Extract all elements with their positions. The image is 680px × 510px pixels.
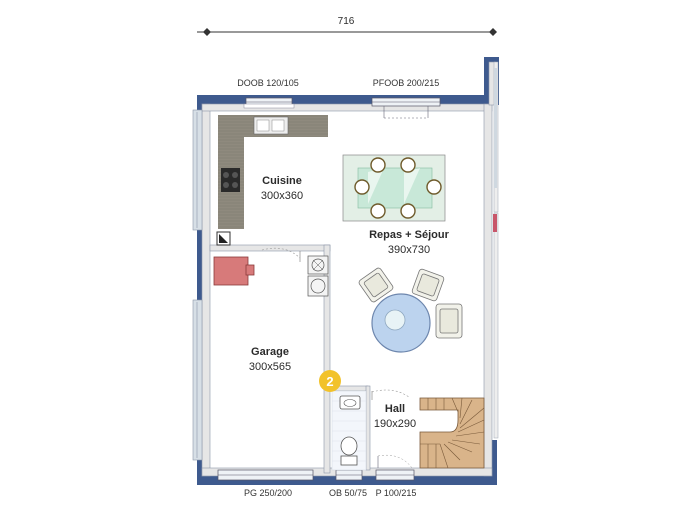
step-marker: 2 bbox=[319, 370, 341, 392]
staircase bbox=[419, 397, 485, 469]
hall-name: Hall bbox=[385, 403, 405, 415]
cuisine-dims: 300x360 bbox=[261, 190, 303, 202]
red-cabinet bbox=[213, 256, 255, 286]
sink bbox=[253, 116, 289, 135]
sejour-dims: 390x730 bbox=[388, 244, 430, 256]
cuisine-name: Cuisine bbox=[262, 175, 302, 187]
p-label: P 100/215 bbox=[376, 488, 417, 498]
window-ob bbox=[335, 469, 363, 481]
ob-label: OB 50/75 bbox=[329, 488, 367, 498]
hall-door bbox=[371, 389, 411, 400]
window-doob bbox=[243, 97, 295, 109]
garage-door-pg bbox=[217, 469, 314, 481]
garage-kitchen-door bbox=[261, 247, 301, 262]
entrance-door-p bbox=[375, 455, 415, 481]
armchairs bbox=[358, 267, 463, 339]
total-width-label: 716 bbox=[338, 16, 355, 27]
pfoob-label: PFOOB 200/215 bbox=[373, 78, 440, 88]
overall-dimension-line bbox=[197, 28, 497, 36]
doob-label: DOOB 120/105 bbox=[237, 78, 299, 88]
round-coffee-table bbox=[371, 293, 431, 353]
hall-dims: 190x290 bbox=[374, 418, 416, 430]
step-marker-number: 2 bbox=[326, 374, 333, 389]
kitchen-counter bbox=[218, 115, 328, 229]
right-wall-detail bbox=[493, 61, 499, 439]
left-windows bbox=[192, 109, 203, 461]
garage-dims: 300x565 bbox=[249, 361, 291, 373]
appliance-box bbox=[216, 231, 231, 246]
boiler-unit bbox=[307, 255, 329, 297]
cooktop bbox=[221, 168, 240, 192]
wc-sink bbox=[339, 395, 361, 410]
dining-chairs bbox=[354, 157, 442, 219]
window-pfoob bbox=[371, 97, 441, 119]
garage-name: Garage bbox=[251, 346, 289, 358]
pg-label: PG 250/200 bbox=[244, 488, 292, 498]
toilet bbox=[340, 436, 358, 466]
sejour-name: Repas + Séjour bbox=[369, 229, 450, 241]
